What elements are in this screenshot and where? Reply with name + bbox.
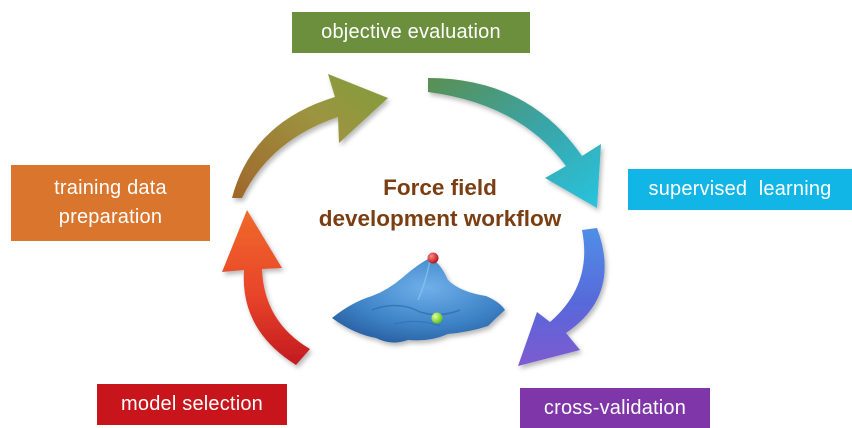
curved-arrow-icon bbox=[428, 78, 601, 208]
stage-label: supervised learning bbox=[648, 178, 832, 200]
stage-label: model selection bbox=[121, 393, 263, 415]
curved-arrow-icon bbox=[222, 210, 310, 365]
stage-label-line1: training data bbox=[54, 177, 167, 199]
stage-supervised-learning: supervised learning bbox=[628, 169, 852, 210]
stage-cross-validation: cross-validation bbox=[520, 388, 710, 428]
workflow-title-line1: Force field bbox=[383, 175, 497, 200]
stage-label: cross-validation bbox=[543, 396, 687, 419]
stage-objective-evaluation: objective evaluation bbox=[292, 12, 530, 53]
stage-model-selection: model selection bbox=[97, 384, 287, 425]
curved-arrow-icon bbox=[232, 74, 388, 198]
potential-energy-surface-icon bbox=[332, 258, 505, 343]
curved-arrow-icon bbox=[518, 228, 605, 366]
workflow-title-line2: development workflow bbox=[318, 206, 562, 231]
workflow-title: Force field development workflow bbox=[305, 172, 575, 234]
minimum-point-marker bbox=[431, 312, 443, 324]
maximum-point-marker bbox=[427, 252, 439, 264]
stage-label: objective evaluation bbox=[321, 21, 501, 43]
stage-training-data-preparation: training data preparation bbox=[11, 165, 210, 241]
stage-label-line2: preparation bbox=[58, 206, 163, 228]
